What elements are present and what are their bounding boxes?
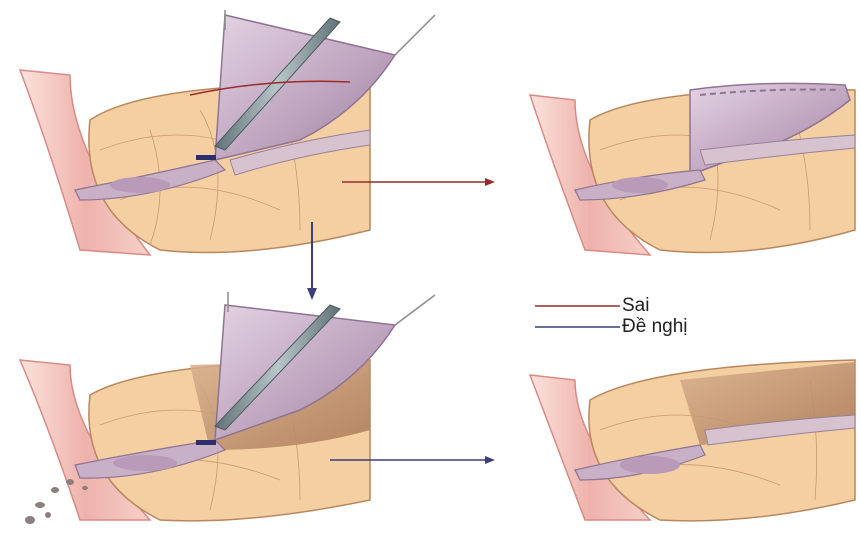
legend (535, 306, 620, 327)
panel-bottom-left (20, 292, 435, 524)
legend-label-suggested: Đề nghị (622, 317, 688, 336)
ligature-mark (196, 155, 216, 160)
suture-thread (395, 295, 435, 325)
panel-bottom-right (530, 360, 855, 521)
sac-bulge (620, 456, 680, 474)
legend-label-incorrect: Sai (622, 296, 649, 315)
suture-thread (395, 15, 435, 55)
panel-top-right (530, 83, 855, 255)
ligature-mark (196, 440, 216, 445)
sac-bulge (110, 177, 170, 193)
sac-bulge (113, 455, 177, 471)
sac-bulge (612, 177, 668, 193)
panel-top-left (20, 10, 435, 255)
